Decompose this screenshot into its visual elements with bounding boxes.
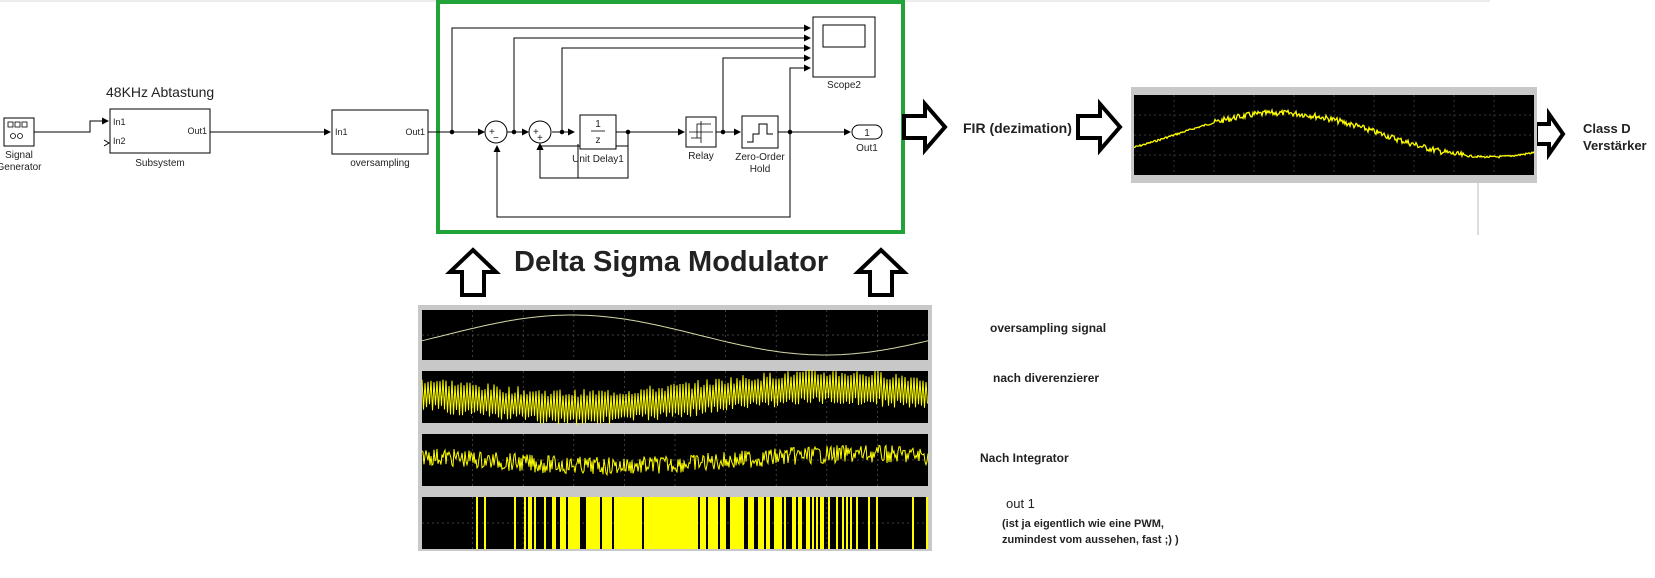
signal-generator-label-2: Generator [0,162,42,173]
fir-scope-panel [1131,87,1537,183]
oversampling-in1: In1 [335,127,348,137]
zoh-label-2: Hold [750,164,771,175]
zoh-icon [747,123,773,143]
scope2-name: Scope2 [827,80,861,91]
oversampling-name: oversampling [350,158,409,169]
oversampling-out1: Out1 [405,127,425,137]
sum1-plus: + [489,127,495,138]
integrator-trace [421,444,929,477]
zoh-block[interactable]: Zero-Order Hold [735,115,785,175]
sum2-plus2: + [537,133,543,144]
unit-delay-block[interactable]: 1 z Unit Delay1 [572,114,624,165]
subsystem-block[interactable]: In1 In2 Out1 Subsystem [109,108,211,169]
scope2-block[interactable]: Scope2 [812,16,876,91]
relay-icon [689,121,713,143]
subsystem-out1: Out1 [187,126,207,136]
sum2-block[interactable]: + + [528,120,552,144]
unit-delay-name: Unit Delay1 [572,154,624,165]
arrow-up-icon [853,247,909,297]
subsystem-in2: In2 [113,136,126,146]
oversampling-block[interactable]: In1 Out1 oversampling [331,109,429,169]
delta-sigma-title: Delta Sigma Modulator [514,246,828,278]
signal-generator-block[interactable]: Signal Generator [0,117,42,173]
unit-delay-denominator: z [596,135,601,146]
subsystem-in1: In1 [113,117,126,127]
class-d-label-2: Verstärker [1583,138,1647,153]
label-pwm-2: zumindest vom aussehen, fast ;) ) [1002,534,1179,546]
relay-block[interactable]: Relay [685,116,717,162]
arrow-up-icon [445,247,501,297]
abtastung-title: 48KHz Abtastung [106,84,214,100]
outport-name: Out1 [856,143,878,154]
modulator-wires [428,24,851,218]
unit-delay-numerator: 1 [595,119,601,130]
class-d-label-1: Class D [1583,121,1631,136]
differentiator-trace [421,369,928,425]
label-pwm-1: (ist ja eigentlich wie eine PWM, [1002,518,1164,530]
zoh-label-1: Zero-Order [735,152,785,163]
sum1-block[interactable]: + − [484,120,508,144]
out1-pwm-trace [476,497,928,549]
label-nach-integrator: Nach Integrator [980,451,1069,465]
wire-gen-subsystem [34,117,109,133]
fir-output-trace [1133,108,1535,159]
relay-name: Relay [688,151,714,162]
arrow-right-icon [902,98,948,156]
outport-number: 1 [864,128,870,139]
arrow-right-icon [1076,98,1123,156]
outport-block[interactable]: 1 Out1 [851,124,883,154]
label-nach-diverenzierer: nach diverenzierer [993,371,1099,385]
label-oversampling-signal: oversampling signal [990,321,1106,335]
signal-generator-label-1: Signal [5,150,33,161]
subsystem-name: Subsystem [135,158,184,169]
sum2-plus1: + [533,127,539,138]
sum1-minus: − [493,133,499,144]
label-out1: out 1 [1006,496,1035,511]
fir-label: FIR (dezimation) [963,120,1072,136]
oversampling-signal-trace [421,314,929,356]
in2-chevron [103,139,110,147]
arrow-right-icon [1534,107,1566,161]
modulator-scope-panel [418,305,932,551]
